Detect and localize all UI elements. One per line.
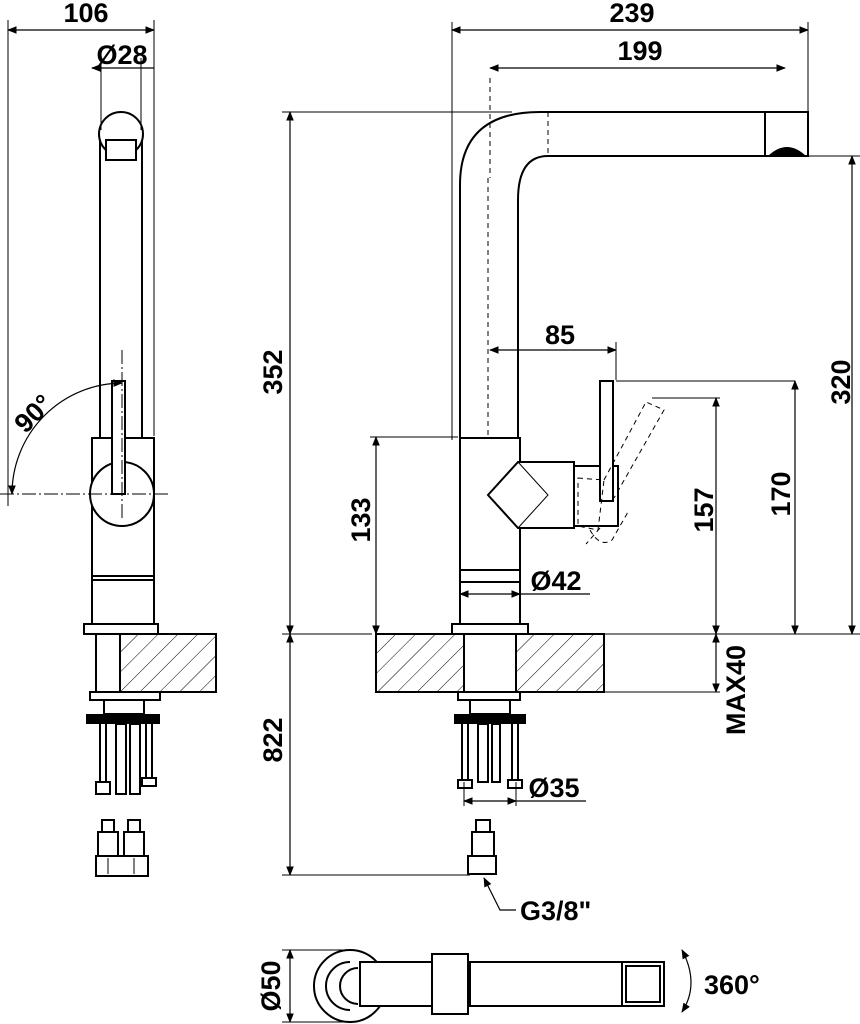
front-shank — [463, 633, 517, 693]
side-lever-handle — [111, 380, 126, 495]
front-countertop-right — [515, 633, 605, 693]
front-thread-leader — [483, 877, 516, 911]
front-view: 239 199 85 352 822 133 157 170 320 MAX40… — [258, 0, 860, 926]
side-hose-2 — [129, 723, 141, 795]
side-view: 90° 106 Ø28 — [0, 0, 217, 877]
front-mixer-body — [459, 437, 521, 625]
front-body-band — [459, 569, 521, 583]
front-lever-open-position — [577, 401, 665, 545]
top-swivel-arrow — [681, 949, 692, 1013]
front-hose — [477, 723, 489, 783]
front-lever-height-label: 157 — [689, 487, 719, 532]
front-spout-height-label: 320 — [826, 359, 856, 404]
front-countertop-left — [375, 633, 465, 693]
side-rotation-arc — [8, 379, 123, 495]
front-reach-label: 239 — [609, 0, 654, 28]
side-lower-body — [91, 579, 155, 625]
side-countertop — [119, 633, 217, 693]
front-counter-thickness-label: MAX40 — [721, 645, 751, 735]
front-lever-handle — [599, 380, 614, 502]
front-lever-offset-label: 85 — [545, 320, 575, 350]
top-view: Ø50 360° — [256, 949, 760, 1023]
front-spout — [459, 111, 809, 441]
side-lever-dia-label: Ø28 — [96, 40, 147, 70]
front-cartridge-housing — [486, 461, 575, 529]
side-aerator — [105, 139, 137, 161]
front-body-height-label: 133 — [346, 497, 376, 542]
side-clamp-plate — [86, 714, 160, 724]
front-hose-length-label: 822 — [258, 717, 288, 762]
front-reach-inner-label: 199 — [617, 36, 662, 66]
side-hose-connectors — [95, 819, 149, 877]
side-base-ring — [83, 623, 159, 635]
side-hose-1 — [115, 723, 127, 795]
top-swivel-label: 360° — [704, 970, 760, 1000]
front-clamp-plate — [454, 714, 526, 724]
top-base-dia-label: Ø50 — [256, 960, 286, 1011]
front-hose-connector — [467, 819, 497, 875]
side-shank — [95, 633, 121, 693]
front-body-dia-label: Ø42 — [530, 566, 581, 596]
front-lever-open-height-label: 170 — [766, 471, 796, 516]
side-rotation-label: 90° — [9, 389, 59, 439]
front-thread-label: G3/8" — [520, 896, 591, 926]
side-width-label: 106 — [63, 0, 108, 28]
front-shank-dia-label: Ø35 — [528, 773, 579, 803]
front-base-ring — [451, 623, 529, 635]
front-total-height-label: 352 — [258, 349, 288, 394]
